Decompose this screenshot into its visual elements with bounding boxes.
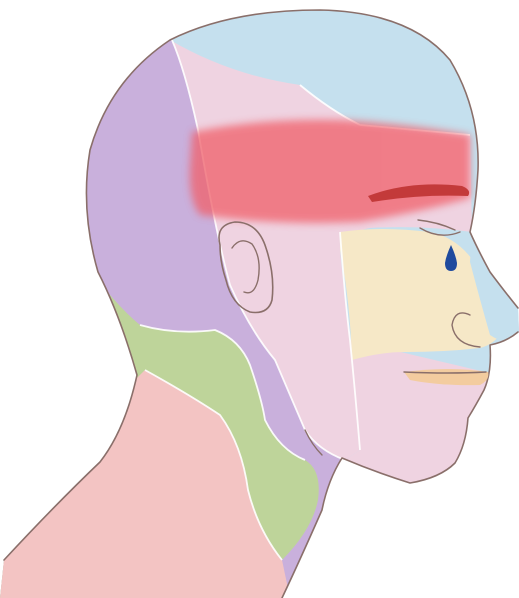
pain-band	[190, 120, 470, 223]
